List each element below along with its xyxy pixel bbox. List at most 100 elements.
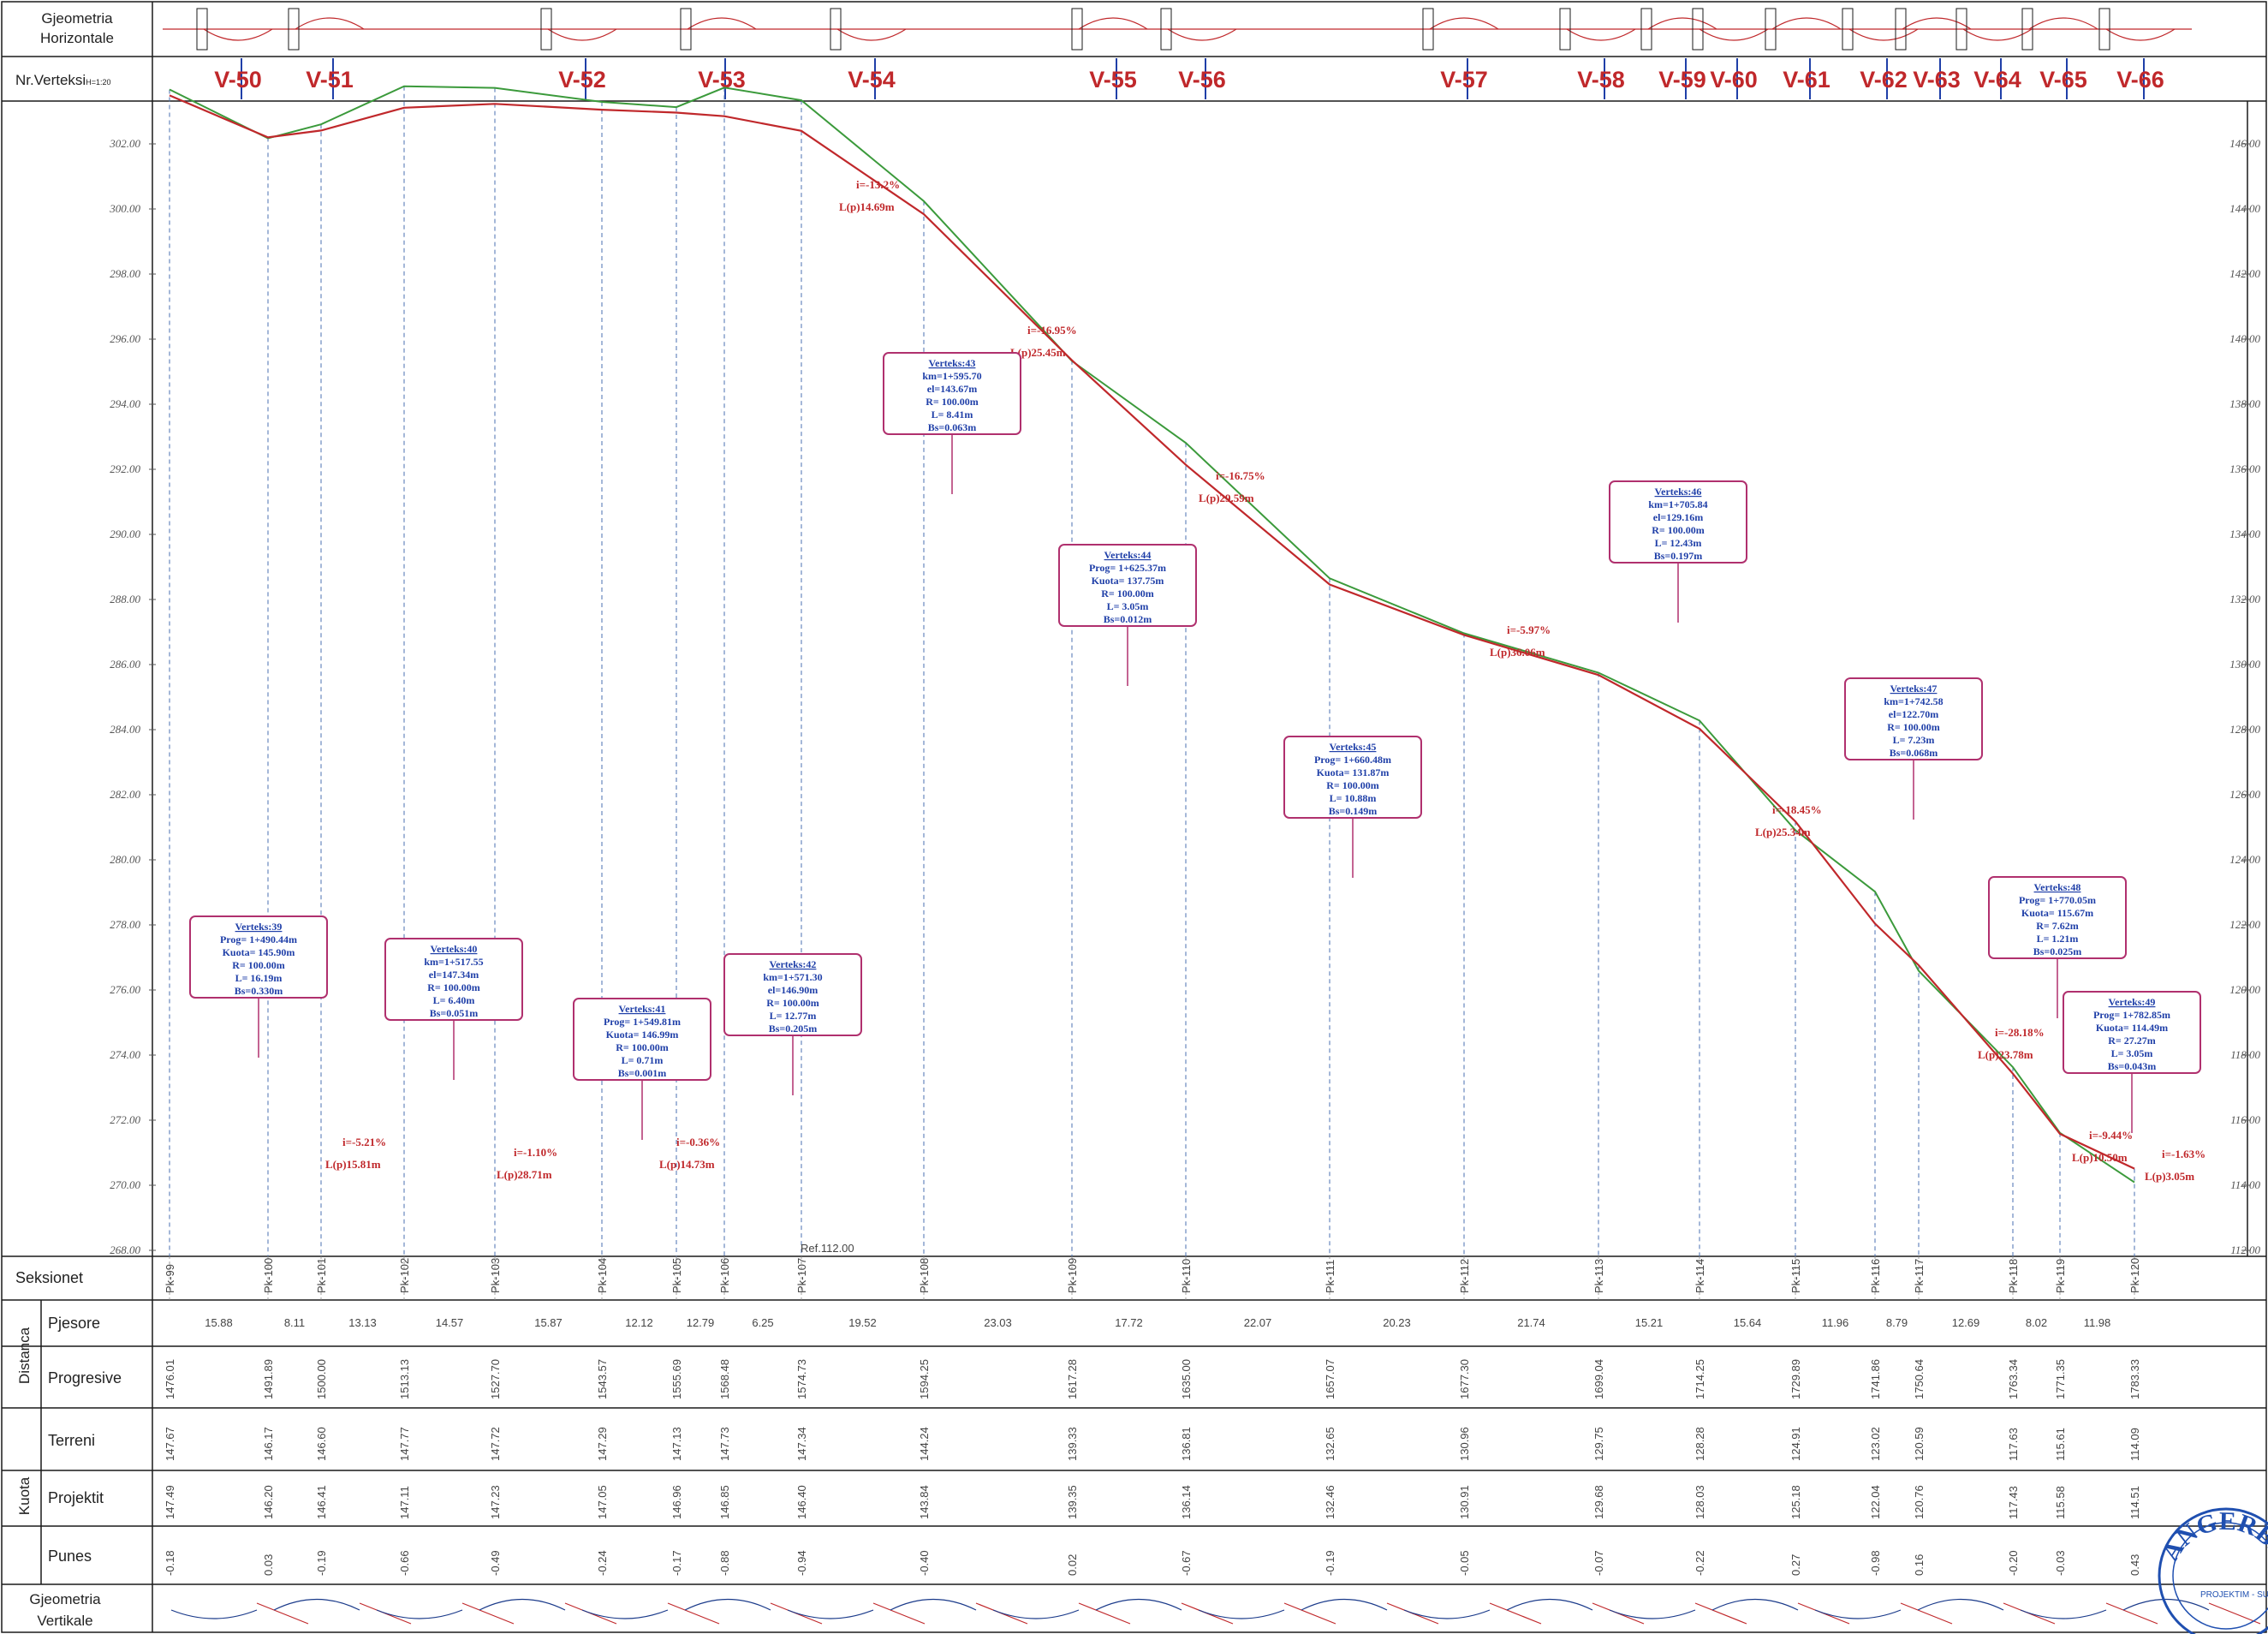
section-id: Pk-108 [918, 1258, 931, 1293]
punes-value: -0.66 [398, 1550, 411, 1576]
vertex-box-line: R= 100.00m [766, 997, 819, 1009]
section-id: Pk-114 [1694, 1259, 1706, 1293]
vertex-box-line: R= 27.27m [2108, 1035, 2156, 1047]
vertex-box-line: el=146.90m [768, 984, 819, 996]
slope-label: i=-5.21%L(p)15.81m [325, 1136, 386, 1171]
vertex-box-line: L= 3.05m [2111, 1047, 2153, 1059]
left-tick-label: 290.00 [110, 528, 140, 540]
right-tick-label: 120.00 [2229, 983, 2260, 996]
section-id: Pk-113 [1592, 1259, 1605, 1293]
vertical-curve-mark [2122, 1599, 2261, 1625]
terreni-value: 114.09 [2128, 1428, 2141, 1461]
vertical-curve-mark [684, 1599, 823, 1625]
terreni-value: 129.75 [1592, 1427, 1605, 1461]
vertex-box-line: Bs=0.051m [430, 1007, 479, 1019]
terreni-value: 147.29 [596, 1427, 609, 1461]
vertex-box-line: L= 6.40m [433, 994, 475, 1006]
section-id: Pk-116 [1869, 1259, 1882, 1293]
punes-value: -0.07 [1592, 1550, 1605, 1576]
vertex-label: V-66 [2116, 58, 2164, 99]
terreni-value: 147.67 [164, 1427, 176, 1461]
progresive-value: 1714.25 [1694, 1359, 1706, 1399]
slope-length: L(p)29.59m [1199, 492, 1254, 504]
vertex-box-line: L= 12.43m [1655, 537, 1702, 549]
vertex-box-line: L= 16.19m [235, 972, 283, 984]
vertex-label-text: V-61 [1783, 67, 1830, 92]
terreni-value: 132.65 [1324, 1427, 1336, 1461]
slope-label: i=-16.75% L(p)29.59m [1199, 469, 1265, 504]
punes-value: -0.88 [718, 1550, 731, 1576]
vertex-label-text: V-64 [1973, 67, 2021, 92]
horizontal-curve [1692, 8, 1769, 51]
progresive-value: 1594.25 [918, 1359, 931, 1399]
horizontal-curve [830, 8, 907, 51]
vertex-box-line: Prog= 1+782.85m [2093, 1009, 2170, 1021]
section-id: Pk-101 [315, 1258, 328, 1293]
vertex-label: V-64 [1973, 58, 2021, 99]
section-id: Pk-100 [262, 1258, 275, 1293]
left-tick-label: 294.00 [110, 397, 140, 410]
horiz-geometry-label-1: Gjeometria [41, 10, 113, 27]
punes-value: 0.03 [262, 1554, 275, 1576]
pjesore-value: 12.79 [687, 1316, 715, 1329]
section-id: Pk-115 [1789, 1259, 1802, 1293]
left-tick-label: 302.00 [109, 137, 140, 150]
horizontal-curves [196, 8, 2176, 51]
left-tick: 296.00 [110, 332, 156, 345]
vertical-curve-mark [1506, 1599, 1645, 1625]
vertex-box-line: el=147.34m [429, 969, 479, 981]
vertex-box-title: Verteks:45 [1330, 741, 1377, 753]
slope-label: i=-1.10%L(p)28.71m [497, 1146, 557, 1181]
left-tick: 272.00 [110, 1113, 156, 1126]
right-tick-label: 118.00 [2230, 1048, 2260, 1061]
horizontal-curve [1640, 8, 1717, 51]
left-tick-label: 276.00 [110, 983, 140, 996]
section-id: Pk-119 [2054, 1259, 2067, 1293]
right-elevation-axis: 146.00144.00142.00140.00138.00136.00134.… [2229, 137, 2260, 1256]
vertex-box-line: Bs=0.025m [2033, 945, 2082, 957]
progresive-value: 1635.00 [1180, 1359, 1193, 1399]
pjesore-value: 15.88 [205, 1316, 233, 1329]
slope-percent: i=-18.45% [1772, 803, 1822, 816]
projektit-value: 136.14 [1180, 1485, 1193, 1519]
horizontal-curve [540, 8, 617, 51]
right-tick-label: 114.00 [2230, 1178, 2260, 1191]
punes-value: -0.19 [1324, 1550, 1336, 1576]
vertex-box-title: Verteks:48 [2034, 881, 2081, 893]
left-tick: 288.00 [110, 593, 156, 605]
projektit-value: 146.41 [315, 1485, 328, 1519]
punes-value: -0.24 [596, 1550, 609, 1576]
left-tick-label: 274.00 [110, 1048, 140, 1061]
vertex-label: V-62 [1860, 58, 1908, 99]
reference-elevation: Ref.112.00 [801, 1242, 854, 1255]
pjesore-value: 15.64 [1734, 1316, 1762, 1329]
left-tick-label: 282.00 [110, 788, 140, 801]
vertex-box-line: Bs=0.001m [618, 1067, 667, 1079]
progresive-value: 1568.48 [718, 1359, 731, 1399]
right-tick-label: 122.00 [2229, 918, 2260, 931]
section-id: Pk-117 [1913, 1259, 1926, 1293]
vertex-box-line: Prog= 1+549.81m [604, 1016, 681, 1028]
progresive-value: 1763.34 [2007, 1359, 2020, 1399]
slope-percent: i=-1.10% [514, 1146, 557, 1159]
punes-value: -0.94 [795, 1550, 808, 1576]
vertex-box-line: Prog= 1+770.05m [2019, 894, 2096, 906]
left-tick: 268.00 [110, 1243, 156, 1256]
punes-value: -0.19 [315, 1550, 328, 1576]
slope-percent: i=-16.75% [1216, 469, 1265, 482]
right-tick: 134.00 [2229, 528, 2260, 540]
progresive-value: 1513.13 [398, 1359, 411, 1399]
vertex-box-line: R= 100.00m [1101, 587, 1154, 599]
vertex-box-line: Prog= 1+625.37m [1089, 562, 1166, 574]
horizontal-curve [2021, 8, 2098, 51]
vertex-label: V-54 [848, 58, 896, 99]
